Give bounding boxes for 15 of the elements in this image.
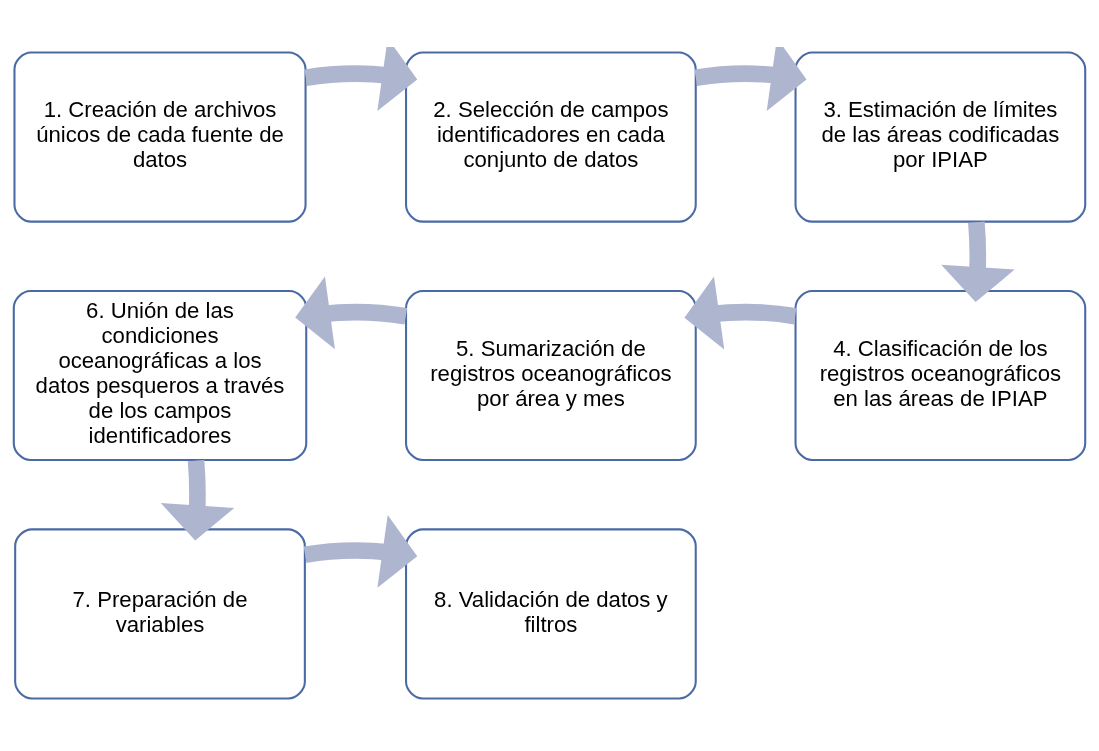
node-box: 1. Creación de archivos únicos de cada fuente de datos — [13, 51, 307, 223]
arrow — [694, 47, 807, 111]
node-box: 3. Estimación de límites de las áreas codificadas por IPIAP — [794, 51, 1087, 223]
arrow — [295, 276, 408, 350]
arrow — [941, 221, 1015, 303]
node-box: 7. Preparación de variables — [14, 528, 306, 700]
node-box: 5. Sumarización de registros oceanográficos por área y mes — [405, 289, 697, 462]
node-box: 4. Clasificación de los registros oceanográficos en las áreas de IPIAP — [794, 289, 1087, 462]
arrow — [160, 459, 235, 541]
node-box: 6. Unión de las condiciones oceanográficas a los datos pesqueros a través de los campos identificadores — [12, 289, 308, 462]
node-box: 2. Selección de campos identificadores en cada conjunto de datos — [405, 51, 697, 223]
arrow — [684, 276, 797, 350]
arrow — [304, 47, 418, 111]
arrow — [303, 515, 418, 588]
node-box: 8. Validación de datos y filtros — [405, 528, 697, 700]
